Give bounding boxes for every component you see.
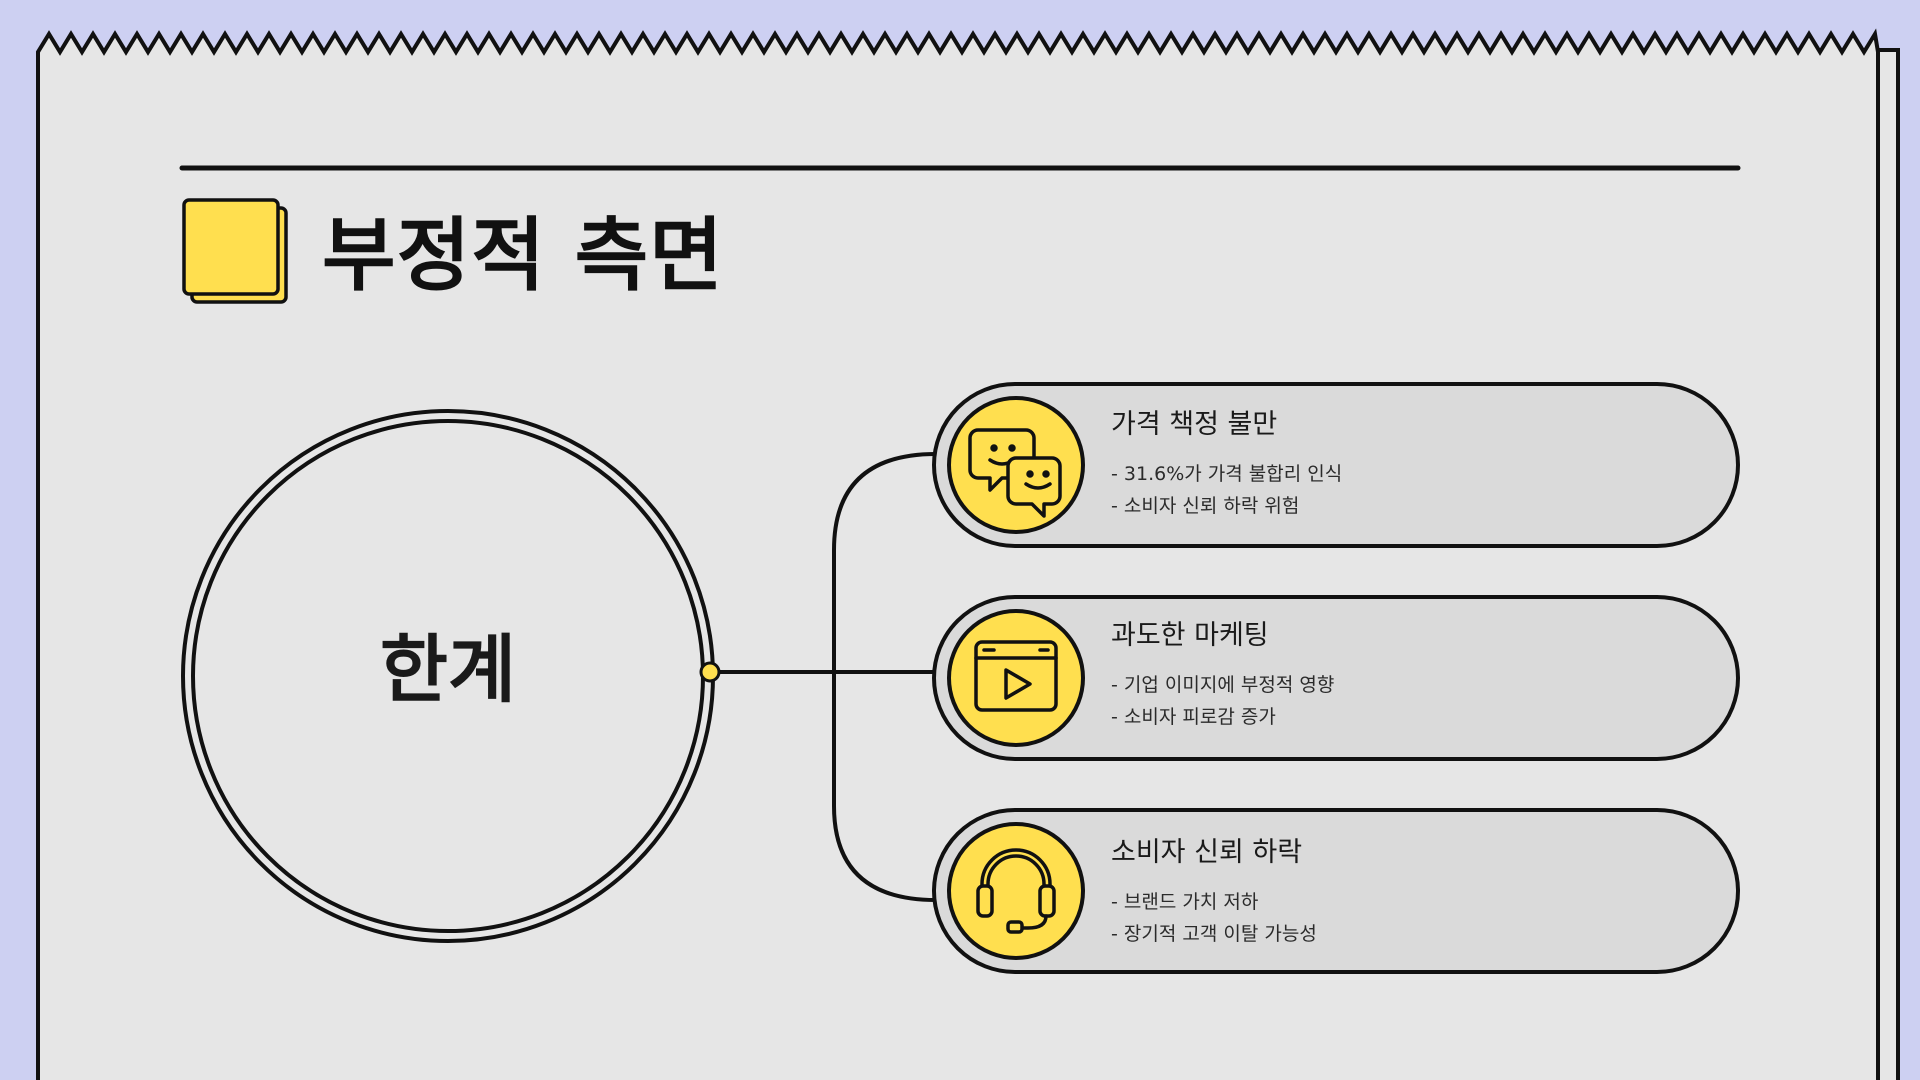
card-trust-text: 소비자 신뢰 하락 - 브랜드 가치 저하 - 장기적 고객 이탈 가능성: [1111, 836, 1317, 950]
card-title: 가격 책정 불만: [1111, 409, 1278, 440]
card-line: - 기업 이미지에 부정적 영향: [1111, 674, 1335, 696]
page-title: 부정적 측면: [322, 209, 724, 302]
card-line: - 소비자 신뢰 하락 위험: [1111, 495, 1300, 517]
center-label: 한계: [379, 627, 517, 713]
title-badge-icon: [182, 198, 288, 304]
card-line: - 31.6%가 가격 불합리 인식: [1111, 463, 1343, 485]
card-line: - 소비자 피로감 증가: [1111, 706, 1276, 728]
card-pricing: [932, 382, 1740, 548]
card-pricing-text: 가격 책정 불만 - 31.6%가 가격 불합리 인식 - 소비자 신뢰 하락 …: [1111, 408, 1342, 522]
card-line: - 브랜드 가치 저하: [1111, 891, 1259, 913]
card-marketing-text: 과도한 마케팅 - 기업 이미지에 부정적 영향 - 소비자 피로감 증가: [1111, 619, 1334, 733]
card-line: - 장기적 고객 이탈 가능성: [1111, 923, 1317, 945]
card-title: 소비자 신뢰 하락: [1111, 837, 1303, 868]
card-title: 과도한 마케팅: [1111, 620, 1269, 651]
connector-dot: [699, 661, 721, 683]
chat-bubbles-icon: [968, 428, 1062, 518]
card-marketing: [932, 595, 1740, 761]
video-play-icon: [974, 640, 1058, 712]
card-trust: [932, 808, 1740, 974]
connector-lines: [710, 452, 937, 902]
headset-icon: [976, 848, 1056, 934]
